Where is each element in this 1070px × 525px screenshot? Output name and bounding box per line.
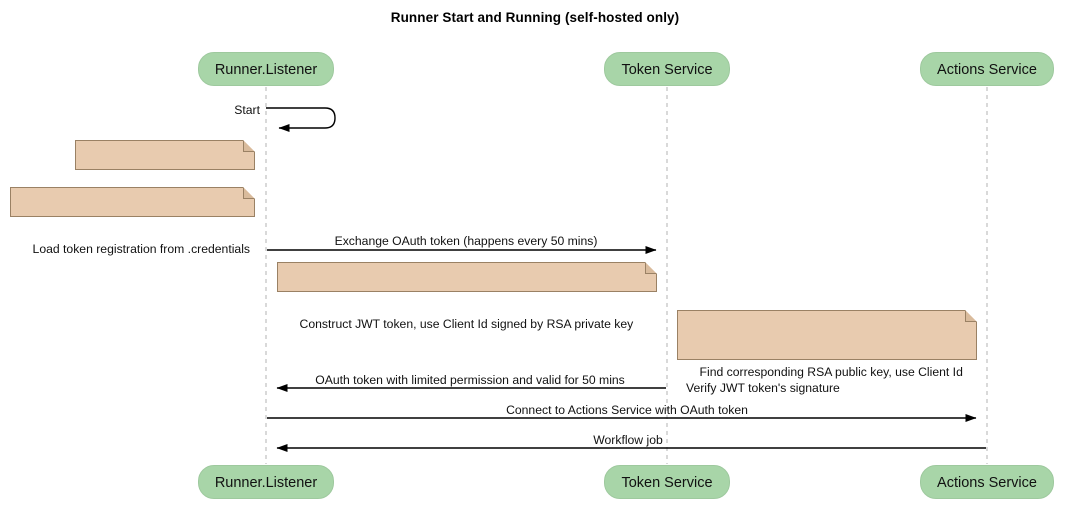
participant-label: Runner.Listener — [214, 475, 318, 491]
lifelines — [265, 87, 988, 464]
message-label-connect-actions: Connect to Actions Service with OAuth to… — [506, 403, 748, 417]
note-load-config: Load config info from .runner — [75, 140, 255, 209]
participant-head-runner[interactable]: Runner.Listener — [198, 52, 334, 86]
participant-label: Actions Service — [937, 475, 1037, 491]
message-label-workflow-job: Workflow job — [593, 433, 663, 447]
note-text: Construct JWT token, use Client Id signe… — [299, 317, 634, 331]
participant-head-token[interactable]: Token Service — [604, 52, 730, 86]
participant-label: Token Service — [621, 62, 713, 78]
note-verify-jwt: Find corresponding RSA public key, use C… — [677, 310, 977, 395]
page-title: Runner Start and Running (self-hosted on… — [390, 10, 680, 25]
message-text: OAuth token with limited permission and … — [315, 373, 625, 387]
message-label-start: Start — [176, 103, 260, 117]
message-label-exchange-oauth: Exchange OAuth token (happens every 50 m… — [335, 234, 598, 248]
participant-foot-runner[interactable]: Runner.Listener — [198, 465, 334, 499]
message-text: Connect to Actions Service with OAuth to… — [506, 403, 748, 417]
note-load-credentials: Load token registration from .credential… — [10, 187, 255, 256]
message-text: Workflow job — [593, 433, 663, 447]
participant-foot-actions[interactable]: Actions Service — [920, 465, 1054, 499]
participant-foot-token[interactable]: Token Service — [604, 465, 730, 499]
participant-label: Runner.Listener — [214, 62, 318, 78]
participant-label: Token Service — [621, 475, 713, 491]
message-arrow-start — [266, 107, 336, 132]
message-label-oauth-token-return: OAuth token with limited permission and … — [315, 373, 625, 387]
message-text: Exchange OAuth token (happens every 50 m… — [334, 234, 598, 248]
participant-label: Actions Service — [937, 62, 1037, 78]
message-text: Start — [234, 103, 260, 117]
note-text: Load token registration from .credential… — [32, 242, 251, 256]
note-construct-jwt: Construct JWT token, use Client Id signe… — [277, 262, 657, 331]
note-text: Find corresponding RSA public key, use C… — [686, 365, 963, 395]
participant-head-actions[interactable]: Actions Service — [920, 52, 1054, 86]
